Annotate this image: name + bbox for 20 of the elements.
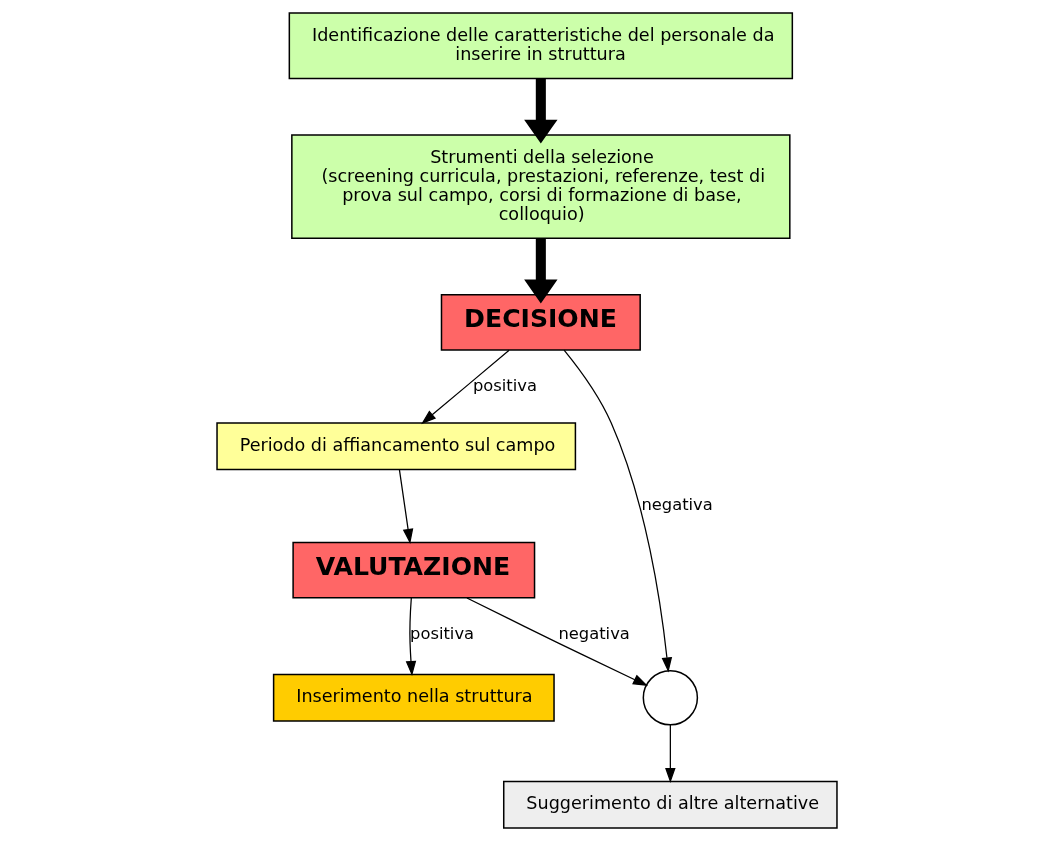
arrow (398, 469, 414, 544)
arrow (524, 238, 558, 304)
arrow (405, 597, 417, 677)
arrow (563, 349, 673, 673)
arrow (665, 724, 676, 783)
arrow (466, 597, 648, 686)
edge-label: positiva (410, 623, 475, 643)
arrow (524, 78, 558, 144)
node-circle (642, 670, 699, 726)
node-box: DECISIONE (440, 294, 641, 351)
edge-label: positiva (472, 375, 537, 395)
edge-label: negativa (641, 495, 713, 515)
node-box: Suggerimento di altre alternative (503, 780, 838, 829)
arrow (421, 349, 510, 425)
node-box: Periodo di affiancamento sul campo (216, 422, 577, 471)
node-box: VALUTAZIONE (292, 541, 536, 599)
node-box: Identificazione delle caratteristiche del personale da inserire in struttura (288, 12, 794, 80)
node-box: Strumenti della selezione (screening curricula, prestazioni, referenze, test di prova sul campo, corsi di formazione di base, colloquio) (291, 134, 791, 239)
edge-label: negativa (558, 623, 630, 643)
node-box: Inserimento nella struttura (272, 673, 555, 722)
